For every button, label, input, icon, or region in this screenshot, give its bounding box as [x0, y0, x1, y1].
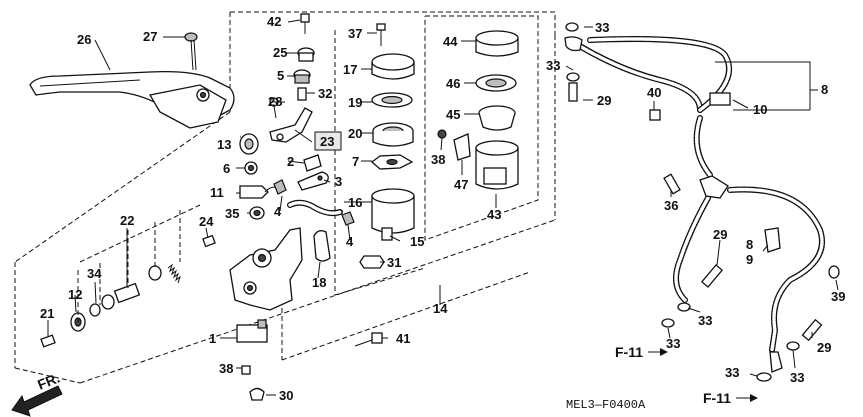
callout-18: 18 — [312, 275, 326, 290]
callout-19: 19 — [348, 95, 362, 110]
upper-bolts — [293, 13, 315, 84]
callout-23: 23 — [320, 134, 334, 149]
callout-38-lower: 38 — [219, 361, 233, 376]
hose-fittings — [564, 22, 840, 382]
callout-37: 37 — [348, 26, 362, 41]
callout-38-upper: 38 — [431, 152, 445, 167]
callout-8-upper: 8 — [821, 82, 828, 97]
callout-28: 28 — [268, 94, 282, 109]
callout-27: 27 — [143, 29, 157, 44]
callout-11: 11 — [210, 185, 224, 200]
callout-21: 21 — [40, 306, 54, 321]
diagram-code: MEL3—F0400A — [566, 398, 646, 412]
callout-16: 16 — [348, 195, 362, 210]
small-parts-left — [239, 133, 277, 220]
callout-44: 44 — [443, 34, 458, 49]
callout-41: 41 — [396, 331, 410, 346]
callout-4-upper: 4 — [274, 204, 282, 219]
callout-29-a: 29 — [597, 93, 611, 108]
master-cylinder-body — [229, 227, 303, 343]
callout-12: 12 — [68, 287, 82, 302]
callout-labels: 26 27 42 25 5 28 32 23 37 17 19 20 7 16 … — [40, 14, 845, 403]
group-boundary-lines — [14, 11, 556, 384]
callout-23-box — [314, 131, 342, 151]
bracket-parts — [269, 87, 355, 226]
callout-22: 22 — [120, 213, 134, 228]
callout-34: 34 — [87, 266, 102, 281]
brake-hoses — [575, 36, 825, 353]
callout-13: 13 — [217, 137, 231, 152]
callout-20: 20 — [348, 126, 362, 141]
lever-adjuster — [184, 32, 198, 71]
callout-15: 15 — [410, 234, 424, 249]
callout-3: 3 — [335, 174, 342, 189]
callout-45: 45 — [446, 107, 460, 122]
callout-39: 39 — [831, 289, 845, 304]
callout-31: 31 — [387, 255, 401, 270]
rear-reservoir-stack — [437, 30, 519, 190]
callout-33-f: 33 — [790, 370, 804, 385]
callout-8-lower: 8 — [746, 237, 753, 252]
ref-label-f11-right: F-11 — [703, 390, 731, 406]
reservoir-stack — [359, 23, 415, 269]
callout-24: 24 — [199, 214, 214, 229]
callout-29-c: 29 — [817, 340, 831, 355]
brake-lever — [29, 70, 235, 129]
callout-5: 5 — [277, 68, 284, 83]
callout-17: 17 — [343, 62, 357, 77]
callout-10: 10 — [753, 102, 767, 117]
callout-2: 2 — [287, 154, 294, 169]
front-direction-arrow: FR. — [11, 369, 63, 417]
callout-42: 42 — [267, 14, 281, 29]
callout-26: 26 — [77, 32, 91, 47]
leader-lines — [47, 19, 839, 396]
callout-40: 40 — [647, 85, 661, 100]
callout-14: 14 — [433, 301, 448, 316]
callout-30: 30 — [279, 388, 293, 403]
callout-25: 25 — [273, 45, 287, 60]
callout-7: 7 — [352, 154, 359, 169]
callout-33-e: 33 — [725, 365, 739, 380]
front-direction-label: FR. — [35, 369, 62, 392]
callout-6: 6 — [223, 161, 230, 176]
callout-36: 36 — [664, 198, 678, 213]
callout-33-c: 33 — [698, 313, 712, 328]
reservoir-hose — [287, 199, 343, 262]
callout-29-b: 29 — [713, 227, 727, 242]
lower-bolts — [241, 332, 383, 401]
callout-4-lower: 4 — [346, 234, 354, 249]
callout-32: 32 — [318, 86, 332, 101]
callout-35: 35 — [225, 206, 239, 221]
callout-33-a: 33 — [595, 20, 609, 35]
callout-9: 9 — [746, 252, 753, 267]
callout-33-d: 33 — [666, 336, 680, 351]
ref-label-f11-left: F-11 — [615, 344, 643, 360]
reference-labels: F-11 F-11 — [615, 344, 758, 406]
callout-47: 47 — [454, 177, 468, 192]
callout-46: 46 — [446, 76, 460, 91]
piston-assembly — [40, 204, 216, 348]
callout-1: 1 — [209, 331, 216, 346]
callout-43: 43 — [487, 207, 501, 222]
callout-33-b: 33 — [546, 58, 560, 73]
